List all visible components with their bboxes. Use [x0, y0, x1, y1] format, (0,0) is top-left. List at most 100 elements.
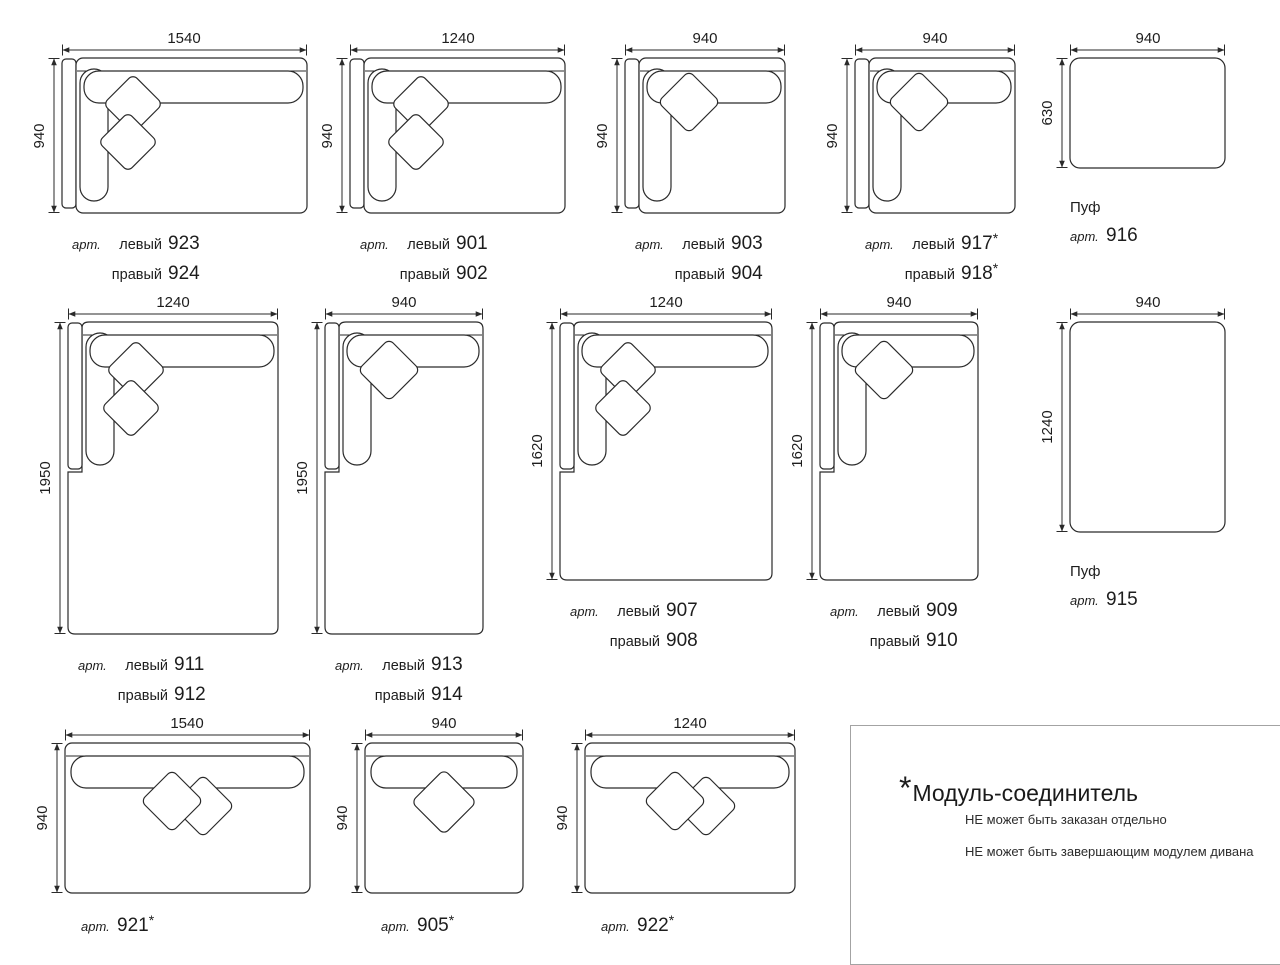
module-caption: арт.922*	[601, 909, 801, 938]
module-card-915: 940 1240 Пуф арт.915	[1039, 292, 1231, 612]
width-dimension-value: 1540	[170, 715, 203, 732]
variant-left-label: левый	[407, 237, 450, 253]
connector-star: *	[992, 260, 999, 276]
module-diagram-909: 940 1620	[789, 294, 979, 581]
width-dimension-value: 940	[431, 715, 456, 732]
depth-dimension: 940	[594, 58, 623, 213]
legend-title: Модуль-соединитель	[912, 780, 1138, 806]
depth-dimension-value: 940	[594, 123, 611, 148]
legend-title-row: *Модуль-соединитель	[899, 770, 1280, 807]
depth-dimension-value: 1240	[1039, 410, 1056, 443]
module-diagram-921: 1540 940	[34, 715, 311, 894]
article-number-right: 918	[961, 263, 993, 284]
width-dimension-value: 1540	[167, 30, 200, 47]
art-label: арт.	[635, 237, 664, 252]
variant-right-label: правый	[904, 267, 955, 283]
depth-dimension-value: 1950	[37, 461, 54, 494]
art-label: арт.	[570, 604, 599, 619]
connector-module-legend: *Модуль-соединитель НЕ может быть заказа…	[850, 725, 1280, 965]
width-dimension: 940	[325, 294, 483, 320]
pillow	[889, 72, 949, 132]
pillow	[645, 771, 705, 831]
depth-dimension: 1620	[789, 322, 818, 580]
module-diagram-903: 940 940	[594, 30, 786, 214]
art-label: арт.	[830, 604, 859, 619]
depth-dimension-value: 940	[34, 805, 51, 830]
variant-left-label: левый	[125, 658, 168, 674]
pillow	[413, 771, 475, 833]
depth-dimension-value: 1950	[294, 461, 311, 494]
sofa-module-drawing	[67, 321, 279, 635]
pillow	[103, 380, 159, 436]
armrest-frame	[61, 58, 77, 209]
pillow	[105, 76, 161, 132]
article-number-right: 904	[731, 263, 763, 284]
width-dimension-value: 940	[391, 294, 416, 311]
art-label: арт.	[78, 658, 107, 673]
pillow	[393, 76, 449, 132]
variant-left-label: левый	[682, 237, 725, 253]
armrest-frame	[624, 58, 640, 209]
width-dimension-value: 940	[886, 294, 911, 311]
depth-dimension: 1950	[37, 322, 66, 634]
variant-left-label: левый	[382, 658, 425, 674]
art-label: арт.	[865, 237, 894, 252]
depth-dimension: 1950	[294, 322, 323, 634]
module-card-921: 1540 940 арт.921*	[34, 713, 316, 938]
article-number: 916	[1106, 225, 1138, 246]
article-number: 922	[637, 915, 669, 936]
depth-dimension: 630	[1039, 58, 1068, 168]
module-diagram-911: 1240 1950	[37, 294, 279, 635]
armrest-frame	[819, 322, 835, 470]
width-dimension: 940	[365, 715, 523, 741]
depth-dimension: 940	[334, 743, 363, 893]
pouf-base	[1069, 321, 1226, 533]
armrest-frame	[854, 58, 870, 209]
article-number-left: 923	[168, 233, 200, 254]
module-caption: Пуф арт. 916	[1070, 196, 1231, 248]
pillow	[359, 340, 419, 400]
connector-star: *	[668, 912, 675, 928]
variant-left-label: левый	[877, 604, 920, 620]
width-dimension-value: 940	[692, 30, 717, 47]
module-diagram-922: 1240 940	[554, 715, 796, 894]
art-label: арт.	[335, 658, 364, 673]
width-dimension: 940	[855, 30, 1015, 56]
variant-left-label: левый	[617, 604, 660, 620]
pouf-label: Пуф	[1070, 199, 1101, 216]
module-card-905: 940 940 арт.905*	[334, 713, 529, 938]
width-dimension: 940	[625, 30, 785, 56]
variant-left-label: левый	[119, 237, 162, 253]
pouf-base	[1069, 57, 1226, 169]
article-number: 921	[117, 915, 149, 936]
width-dimension: 1540	[65, 715, 310, 741]
sofa-module-drawing	[61, 57, 308, 214]
module-diagram-913: 940 1950	[294, 294, 484, 635]
art-label: арт.	[360, 237, 389, 252]
module-diagram-916: 940 630	[1039, 30, 1226, 169]
sofa-module-drawing	[584, 742, 796, 894]
article-number-right: 914	[431, 684, 463, 705]
module-diagram-901: 1240 940	[319, 30, 566, 214]
module-diagram-915: 940 1240	[1039, 294, 1226, 533]
depth-dimension-value: 630	[1039, 100, 1056, 125]
asterisk-mark: *	[899, 770, 912, 806]
art-label: арт.	[1070, 229, 1099, 244]
pillow	[659, 72, 719, 132]
article-number: 915	[1106, 589, 1138, 610]
module-caption: арт.921*	[81, 909, 316, 938]
variant-left-label: левый	[912, 237, 955, 253]
pillow	[142, 771, 202, 831]
back-cushion	[70, 755, 305, 789]
variant-right-label: правый	[869, 634, 920, 650]
